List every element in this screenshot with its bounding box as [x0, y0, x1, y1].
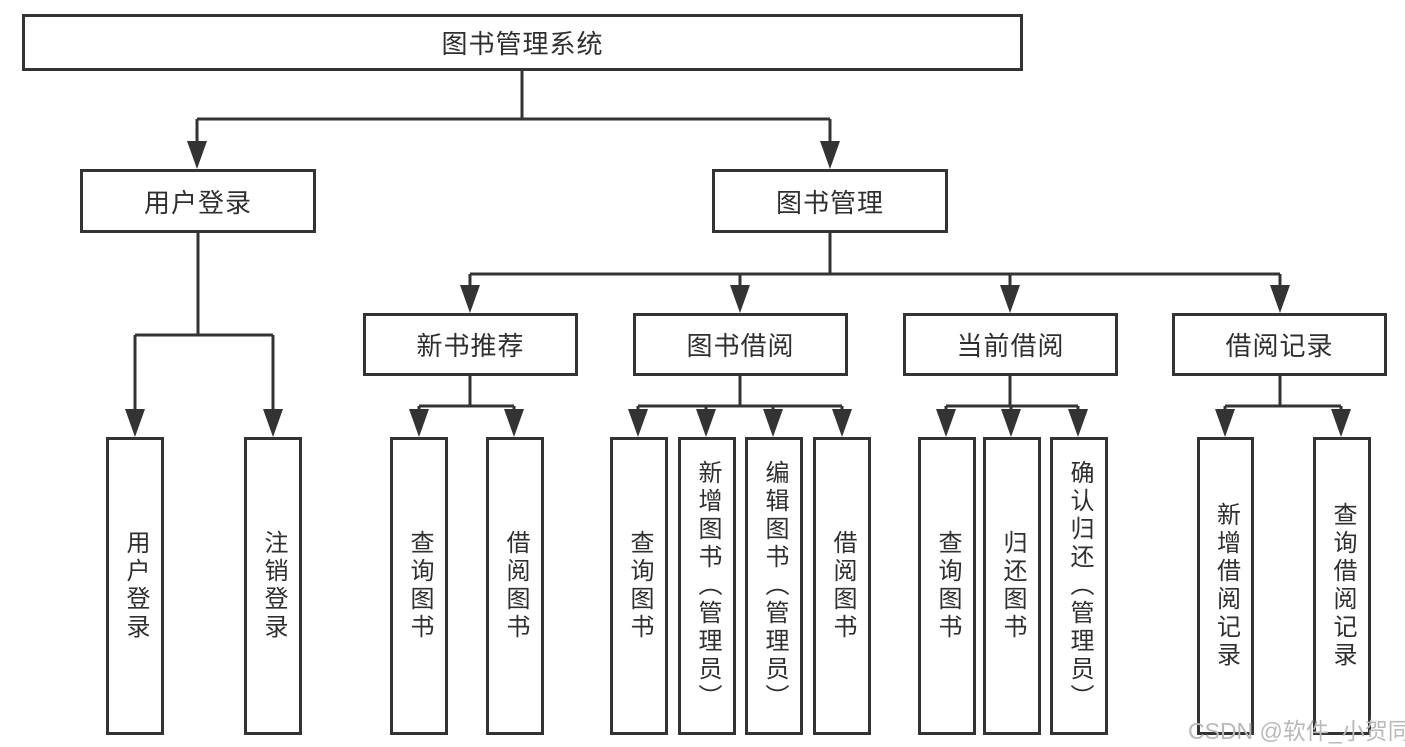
node-label: 图书借阅 [686, 331, 795, 361]
node-new-book-recommend: 新书推荐 [363, 313, 578, 376]
leaf-borrow-books-recommend: 借阅图书 [486, 437, 544, 735]
leaf-return-book: 归还图书 [983, 437, 1041, 735]
node-user-login: 用户登录 [80, 169, 316, 233]
leaf-query-books-borrow: 查询图书 [610, 437, 668, 735]
leaf-label: 用户登录 [122, 530, 149, 642]
leaf-label: 借阅图书 [502, 530, 529, 642]
leaf-query-books-current: 查询图书 [918, 437, 976, 735]
node-label: 图书管理 [775, 187, 884, 218]
node-label: 用户登录 [143, 187, 252, 218]
node-borrow-records: 借阅记录 [1172, 313, 1387, 376]
leaf-edit-book-admin: 编辑图书（管理员） [745, 437, 803, 735]
leaf-label: 借阅图书 [829, 530, 856, 642]
arrowhead-icons [125, 141, 1351, 437]
node-root: 图书管理系统 [22, 14, 1023, 71]
leaf-label: 查询图书 [934, 530, 961, 642]
leaf-label: 查询图书 [626, 530, 653, 642]
node-book-borrow: 图书借阅 [633, 313, 848, 376]
leaf-label: 归还图书 [999, 530, 1026, 642]
leaf-label: 新增借阅记录 [1212, 502, 1240, 670]
leaf-borrow-books: 借阅图书 [813, 437, 871, 735]
leaf-label: 确认归还（管理员） [1066, 460, 1093, 712]
leaf-label: 新增图书（管理员） [694, 460, 721, 712]
watermark: CSDN @软件_小贺同学 [1188, 718, 1405, 744]
leaf-query-books-recommend: 查询图书 [390, 437, 448, 735]
node-current-borrow: 当前借阅 [903, 313, 1118, 376]
node-label: 借阅记录 [1225, 331, 1334, 361]
leaf-label: 查询借阅记录 [1329, 502, 1356, 670]
leaf-query-borrow-record: 查询借阅记录 [1313, 437, 1371, 735]
leaf-label: 编辑图书（管理员） [761, 460, 788, 712]
leaf-add-book-admin: 新增图书（管理员） [678, 437, 736, 735]
leaf-label: 注销登录 [260, 530, 287, 642]
leaf-logout: 注销登录 [244, 437, 302, 735]
node-label: 当前借阅 [956, 331, 1065, 361]
leaf-add-borrow-record: 新增借阅记录 [1197, 437, 1254, 735]
node-book-management: 图书管理 [712, 169, 948, 233]
node-label: 图书管理系统 [441, 29, 604, 59]
node-label: 新书推荐 [416, 331, 525, 361]
leaf-label: 查询图书 [406, 530, 433, 642]
leaf-user-login: 用户登录 [106, 437, 164, 735]
leaf-confirm-return-admin: 确认归还（管理员） [1050, 437, 1108, 735]
